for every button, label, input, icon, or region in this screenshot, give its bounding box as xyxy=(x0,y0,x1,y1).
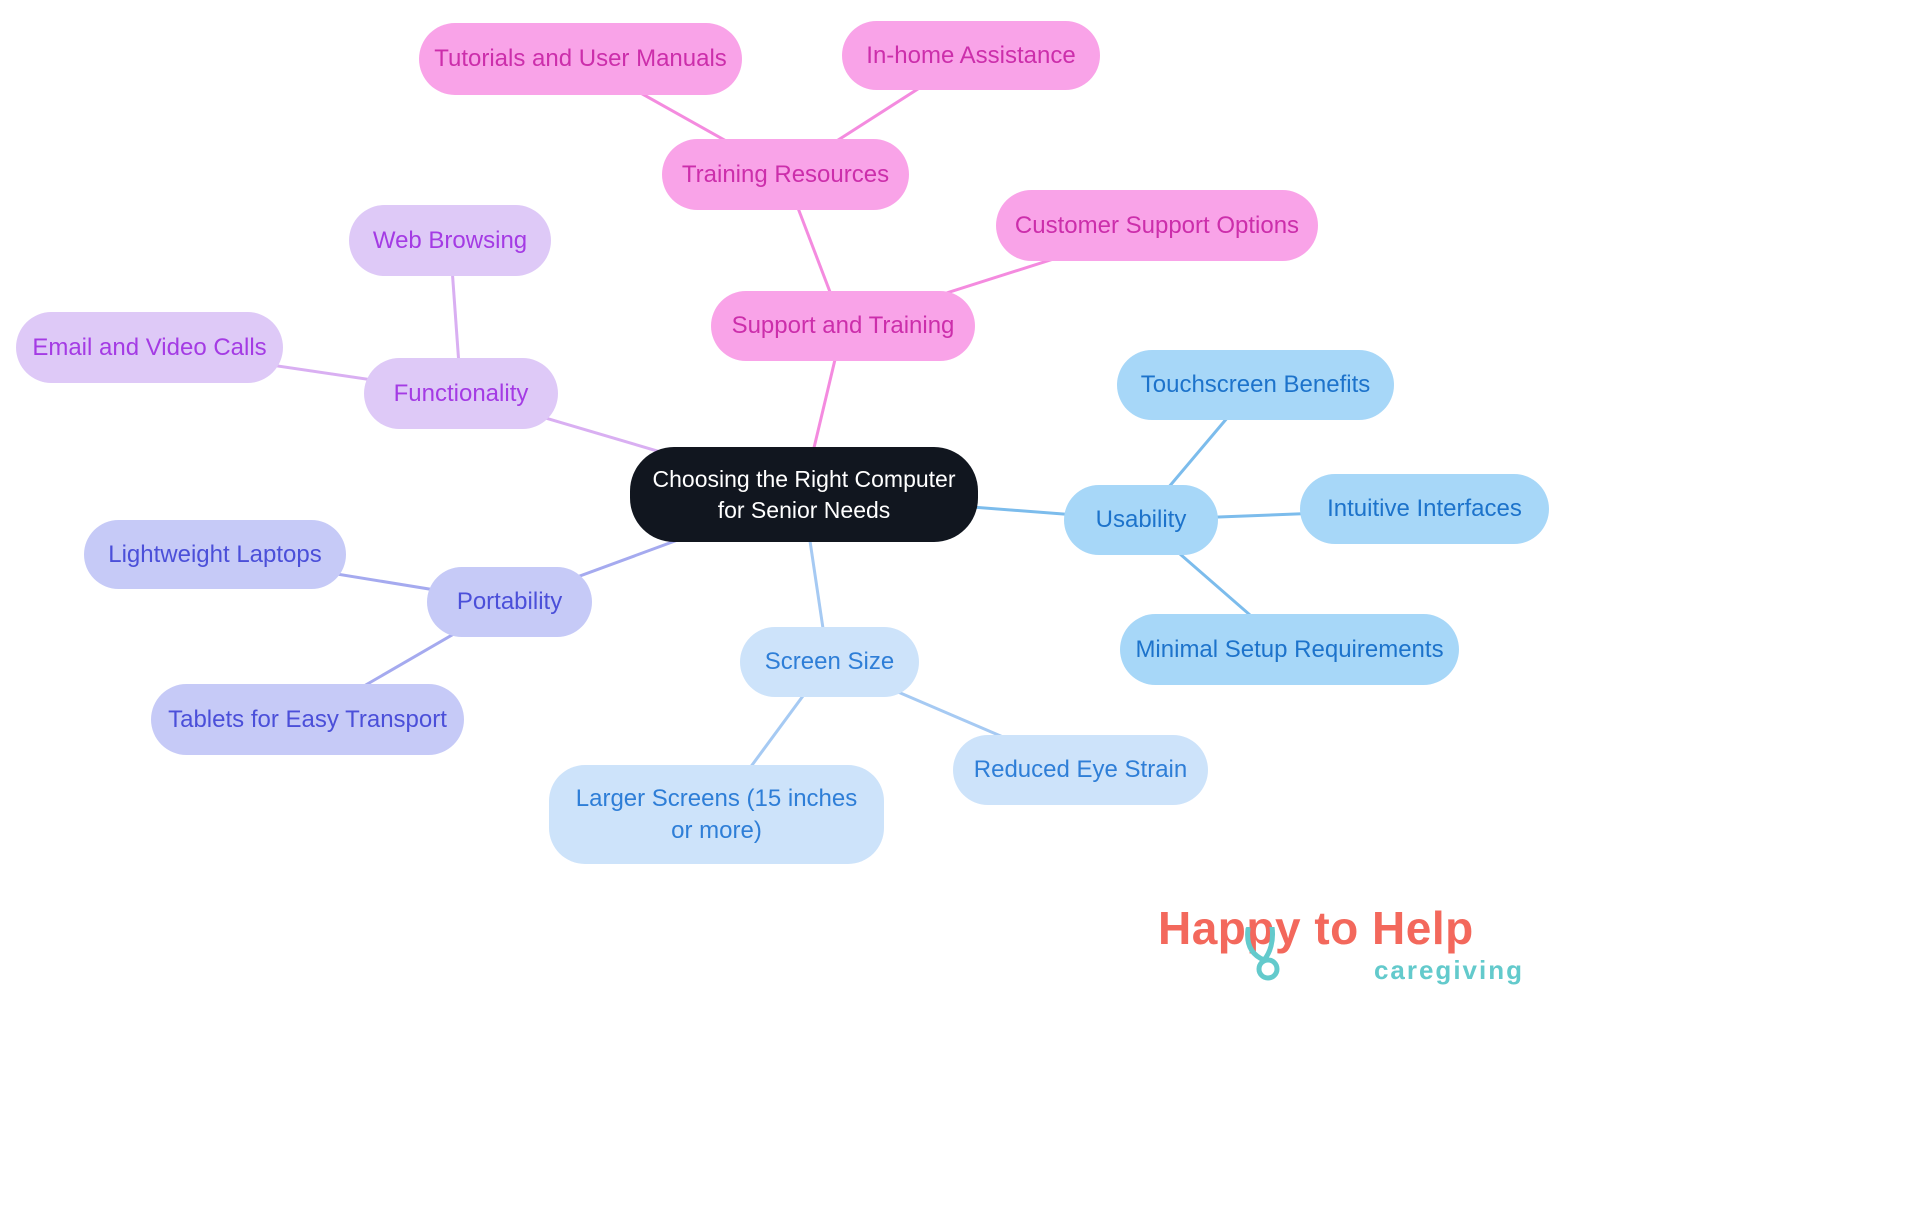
node-screen-size[interactable]: Screen Size xyxy=(740,627,919,697)
node-tutorials-and-user-manuals[interactable]: Tutorials and User Manuals xyxy=(419,23,742,95)
brand-title: Happy to Help xyxy=(1158,902,1474,954)
brand-subtitle: caregiving xyxy=(1373,955,1524,985)
edges-support-branch xyxy=(579,53,1158,495)
node-email-and-video-calls[interactable]: Email and Video Calls xyxy=(16,312,283,383)
node-customer-support-options[interactable]: Customer Support Options xyxy=(996,190,1318,261)
node-usability[interactable]: Usability xyxy=(1064,485,1218,555)
node-portability[interactable]: Portability xyxy=(427,567,592,637)
node-lightweight-laptops[interactable]: Lightweight Laptops xyxy=(84,520,346,589)
node-reduced-eye-strain[interactable]: Reduced Eye Strain xyxy=(953,735,1208,805)
node-support-and-training[interactable]: Support and Training xyxy=(711,291,975,361)
node-intuitive-interfaces[interactable]: Intuitive Interfaces xyxy=(1300,474,1549,544)
node-training-resources[interactable]: Training Resources xyxy=(662,139,909,210)
node-touchscreen-benefits[interactable]: Touchscreen Benefits xyxy=(1117,350,1394,420)
node-center[interactable]: Choosing the Right Computer for Senior N… xyxy=(630,447,978,542)
node-in-home-assistance[interactable]: In-home Assistance xyxy=(842,21,1100,90)
node-functionality[interactable]: Functionality xyxy=(364,358,558,429)
node-minimal-setup-requirements[interactable]: Minimal Setup Requirements xyxy=(1120,614,1459,685)
node-tablets-for-easy-transport[interactable]: Tablets for Easy Transport xyxy=(151,684,464,755)
node-larger-screens[interactable]: Larger Screens (15 inches or more) xyxy=(549,765,884,864)
stethoscope-icon xyxy=(1245,927,1280,981)
brand-logo: Happy to Help caregiving xyxy=(1158,901,1526,996)
node-web-browsing[interactable]: Web Browsing xyxy=(349,205,551,276)
